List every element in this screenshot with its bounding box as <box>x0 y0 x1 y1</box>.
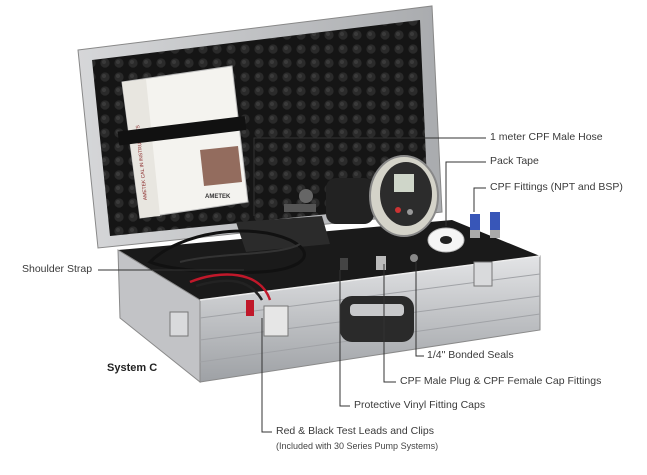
instruction-manual: AMETEK AMETEK CAL IN INSTRUMENTS <box>117 65 249 219</box>
plug-fitting-shape <box>376 256 386 270</box>
case-handle <box>340 296 414 342</box>
pack-tape-roll <box>427 227 465 253</box>
left-latch <box>169 311 189 337</box>
cpf-fittings <box>470 212 500 238</box>
bonded-seal-shape <box>410 254 418 262</box>
hose-and-strap <box>147 229 306 275</box>
vinyl-caps-shape <box>340 258 348 270</box>
leader-lines <box>98 137 486 433</box>
digital-gauge <box>369 155 439 237</box>
test-leads <box>189 273 272 316</box>
system-label: System C <box>107 362 158 374</box>
callout-plug-fittings: CPF Male Plug & CPF Female Cap Fittings <box>400 375 602 387</box>
callout-vinyl-caps: Protective Vinyl Fitting Caps <box>354 399 486 411</box>
right-latch <box>473 261 493 287</box>
center-latch <box>263 305 289 337</box>
callout-shoulder-strap: Shoulder Strap <box>22 263 93 275</box>
callout-test-leads-note: (Included with 30 Series Pump Systems) <box>276 441 439 451</box>
pressure-pump <box>236 178 374 252</box>
manual-brand-text: AMETEK <box>205 194 231 200</box>
callout-pack-tape: Pack Tape <box>490 155 539 167</box>
callout-bonded-seals: 1/4" Bonded Seals <box>427 349 514 361</box>
callout-hose: 1 meter CPF Male Hose <box>490 131 603 143</box>
callout-test-leads: Red & Black Test Leads and Clips <box>276 425 434 437</box>
callout-cpf-fittings: CPF Fittings (NPT and BSP) <box>490 181 623 193</box>
